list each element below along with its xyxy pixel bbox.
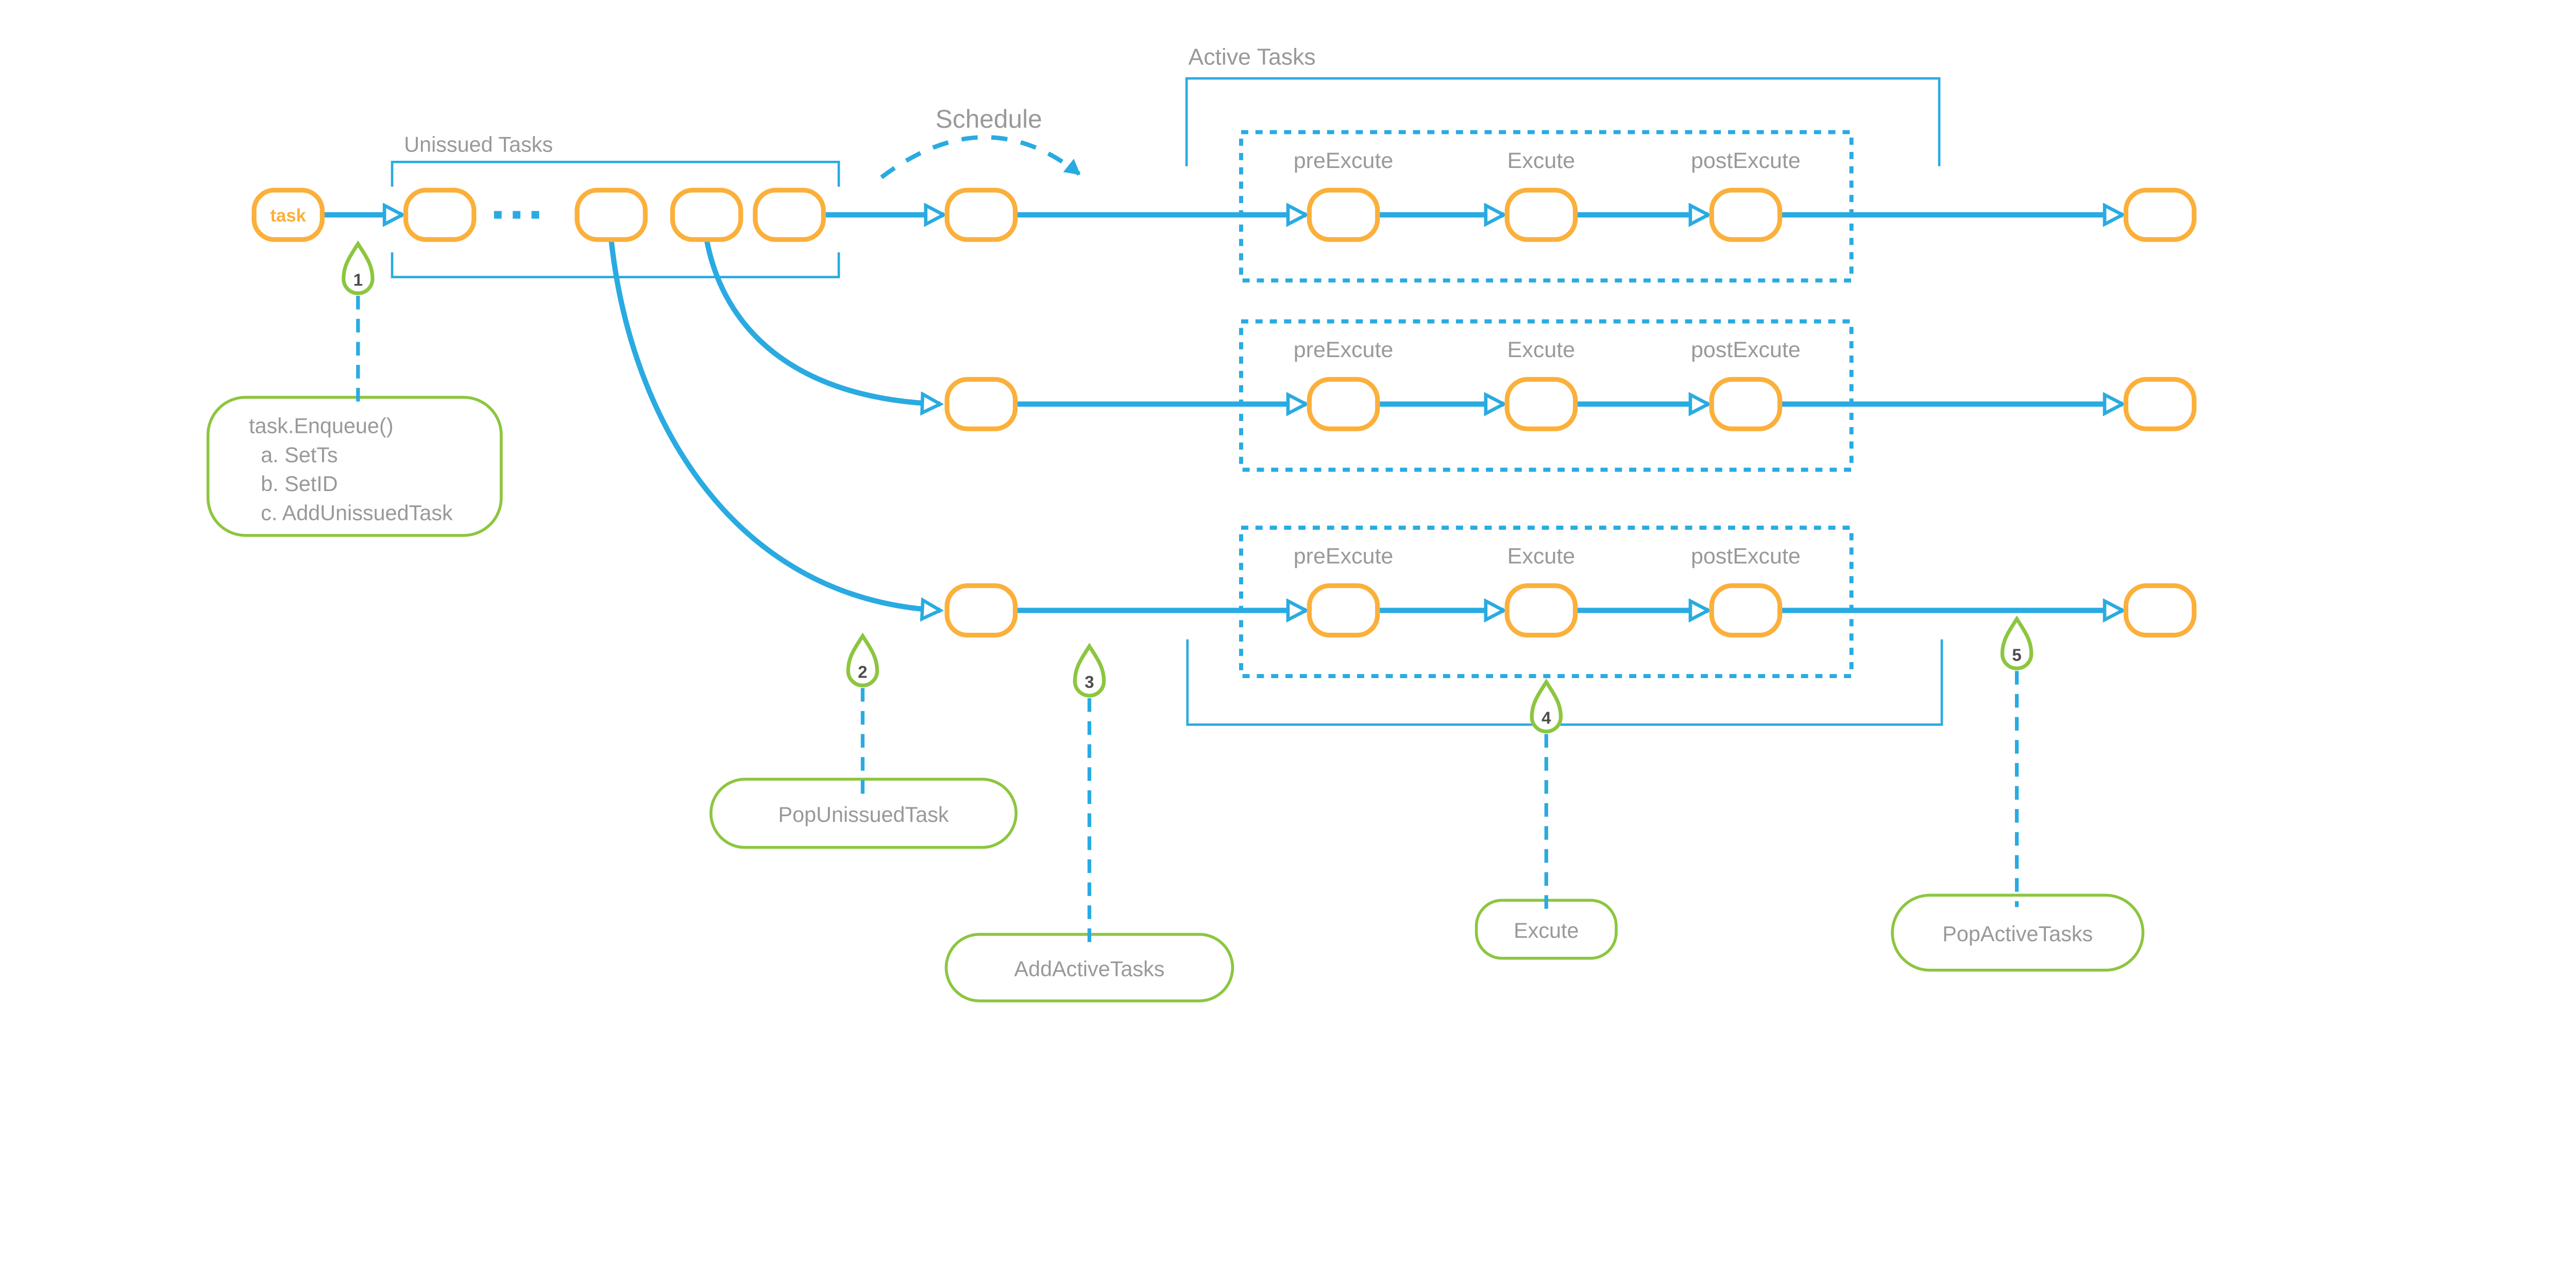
annotation-1-line-3: b. SetID xyxy=(261,472,337,496)
annotation-5-label: PopActiveTasks xyxy=(1942,922,2093,946)
ellipsis-dot xyxy=(513,211,521,219)
row2-pre-excute-label: preExcute xyxy=(1294,338,1394,362)
row2-post-excute-node xyxy=(1709,377,1783,431)
annotation-4-label: Excute xyxy=(1514,919,1579,942)
annotation-3-label: AddActiveTasks xyxy=(1014,957,1165,981)
step-marker-2: 2 xyxy=(846,632,879,687)
queue-node xyxy=(574,188,648,242)
annotation-excute: Excute xyxy=(1475,899,1618,960)
row1-post-excute-label: postExcute xyxy=(1691,148,1801,173)
worker-row-2: preExcute Excute postExcute xyxy=(944,338,2197,431)
row1-excute-label: Excute xyxy=(1507,148,1575,173)
marker-5-teardrop xyxy=(2000,615,2033,670)
annotation-1-line-1: task.Enqueue() xyxy=(249,414,394,438)
annotation-1-line-4: c. AddUnissuedTask xyxy=(261,501,453,525)
row1-post-excute-node xyxy=(1709,188,1783,242)
diagram-canvas: Unissued Tasks Schedule Active Tasks xyxy=(206,45,2197,1003)
marker-3-number: 3 xyxy=(1084,673,1094,692)
unissued-tasks-label: Unissued Tasks xyxy=(404,133,553,157)
marker-1-teardrop xyxy=(342,240,375,295)
annotation-box-1 xyxy=(206,396,503,537)
row1-scheduled-node xyxy=(944,188,1018,242)
execution-box-row1 xyxy=(1239,130,1854,283)
annotation-box-5 xyxy=(1891,893,2145,972)
ellipsis-dot xyxy=(494,211,502,219)
row1-excute-node xyxy=(1504,188,1578,242)
row3-post-excute-node xyxy=(1709,583,1783,638)
execution-box-row3 xyxy=(1239,526,1854,679)
dispatch-curve-row2 xyxy=(704,239,940,404)
marker-5-number: 5 xyxy=(2012,646,2021,665)
active-tasks-bracket-bottom xyxy=(1186,639,1943,726)
annotation-box-2 xyxy=(709,778,1018,849)
row3-scheduled-node xyxy=(944,583,1018,638)
row1-pre-excute-label: preExcute xyxy=(1294,148,1394,173)
task-node xyxy=(251,188,325,242)
row3-pre-excute-label: preExcute xyxy=(1294,544,1394,569)
annotation-pop-active-tasks: PopActiveTasks xyxy=(1891,893,2145,972)
annotation-pop-unissued-task: PopUnissuedTask xyxy=(709,778,1018,849)
task-node-label: task xyxy=(270,206,306,226)
marker-3-teardrop xyxy=(1073,643,1106,698)
marker-4-teardrop xyxy=(1530,678,1563,734)
row1-final-node xyxy=(2123,188,2197,242)
marker-1-number: 1 xyxy=(353,271,363,290)
dispatch-curve-row3 xyxy=(608,239,940,611)
schedule-arc-arrow xyxy=(880,135,1081,179)
row2-scheduled-node xyxy=(944,377,1018,431)
row2-excute-label: Excute xyxy=(1507,338,1575,362)
row3-excute-label: Excute xyxy=(1507,544,1575,569)
active-tasks-bracket-top xyxy=(1185,77,1941,166)
schedule-label: Schedule xyxy=(936,105,1042,133)
unissued-queue-nodes xyxy=(403,188,826,242)
row1-pre-excute-node xyxy=(1307,188,1380,242)
annotation-task-enqueue: task.Enqueue() a. SetTs b. SetID c. AddU… xyxy=(206,396,503,537)
ellipsis-dot xyxy=(531,211,539,219)
active-tasks-label: Active Tasks xyxy=(1188,45,1315,70)
annotation-add-active-tasks: AddActiveTasks xyxy=(944,933,1234,1003)
row3-final-node xyxy=(2123,583,2197,638)
annotation-2-label: PopUnissuedTask xyxy=(778,803,949,826)
worker-row-3: preExcute Excute postExcute xyxy=(944,544,2197,638)
annotation-1-line-2: a. SetTs xyxy=(261,443,337,467)
row2-pre-excute-node xyxy=(1307,377,1380,431)
unissued-bracket-top xyxy=(391,161,840,187)
marker-4-number: 4 xyxy=(1541,709,1551,728)
row2-excute-node xyxy=(1504,377,1578,431)
marker-2-number: 2 xyxy=(858,663,867,682)
queue-node xyxy=(753,188,826,242)
marker-2-teardrop xyxy=(846,632,879,687)
step-marker-4: 4 xyxy=(1530,678,1563,734)
row3-excute-node xyxy=(1504,583,1578,638)
row2-post-excute-label: postExcute xyxy=(1691,338,1801,362)
worker-row-1: preExcute Excute postExcute xyxy=(944,148,2197,242)
step-marker-3: 3 xyxy=(1073,643,1106,698)
execution-box-row2 xyxy=(1239,319,1854,472)
row2-final-node xyxy=(2123,377,2197,431)
queue-node xyxy=(670,188,743,242)
queue-node xyxy=(403,188,477,242)
row3-post-excute-label: postExcute xyxy=(1691,544,1801,569)
step-marker-5: 5 xyxy=(2000,615,2033,670)
queue-ellipsis xyxy=(494,211,539,219)
row3-pre-excute-node xyxy=(1307,583,1380,638)
step-marker-1: 1 xyxy=(342,240,375,295)
